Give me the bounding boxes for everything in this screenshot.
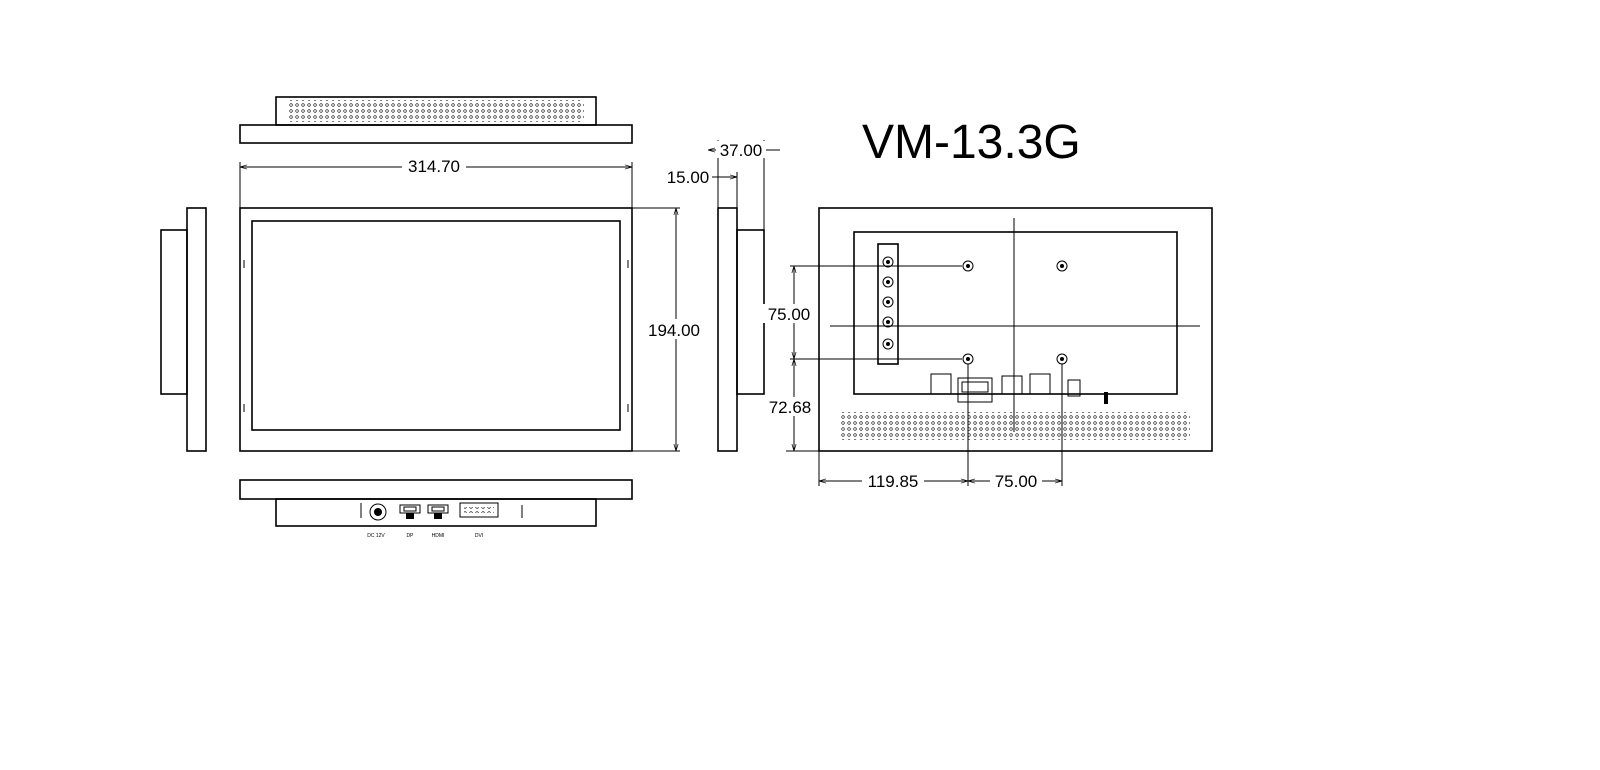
left-side-view [160, 207, 207, 452]
rear-vertical-dimensions: 75.00 72.68 [762, 265, 962, 452]
model-title: VM-13.3G [862, 116, 1081, 169]
front-view [239, 207, 633, 452]
depth-dimensions: 37.00 15.00 [664, 140, 780, 230]
osd-button-strip [877, 243, 899, 365]
bottom-offset-value: 72.68 [769, 398, 812, 417]
vesa-vertical-value: 75.00 [768, 305, 811, 324]
width-dimension: 314.70 [239, 156, 633, 208]
rear-horizontal-dimensions: 119.85 75.00 [818, 364, 1063, 491]
height-value: 194.00 [648, 321, 700, 340]
dc-port-label: DC 12V [367, 533, 385, 539]
vesa-holes [962, 260, 1068, 365]
rear-view [818, 207, 1213, 452]
dc-jack [360, 503, 387, 521]
vesa-horizontal-value: 75.00 [995, 472, 1038, 491]
hdmi-port [427, 504, 449, 519]
depth-front-value: 15.00 [667, 168, 710, 187]
bottom-view: DC 12V DP HDMI DVI [239, 479, 633, 539]
dp-port [399, 504, 421, 519]
dp-port-label: DP [407, 533, 415, 539]
width-value: 314.70 [408, 157, 460, 176]
right-side-view [717, 207, 765, 452]
dvi-port-label: DVI [475, 533, 483, 539]
height-dimension: 194.00 [632, 207, 704, 452]
dvi-port [459, 502, 523, 518]
left-offset-value: 119.85 [868, 472, 919, 491]
rear-connectors [930, 373, 1108, 404]
top-view [239, 96, 633, 144]
hdmi-port-label: HDMI [432, 533, 445, 539]
depth-total-value: 37.00 [720, 141, 763, 160]
